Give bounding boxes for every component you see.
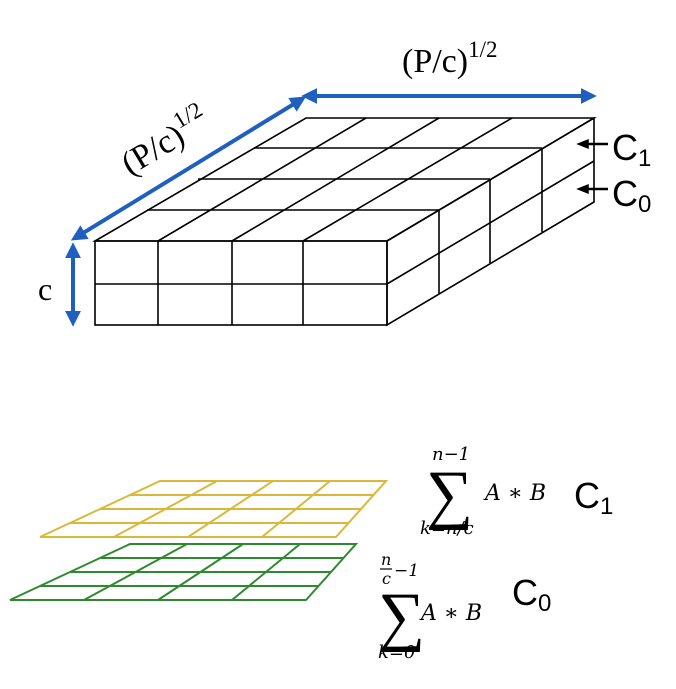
cube-front-face	[94, 240, 388, 326]
upper-sum-lower-limit: k=n/c	[420, 518, 474, 539]
lower-sum-sigma: ∑	[378, 580, 425, 653]
lower-sum-limit-denominator: c	[382, 569, 391, 588]
lower-sum-layer-label: C0	[512, 572, 551, 617]
lower-summation: n c −1 ∑ k=0 A ∗ B C0	[378, 550, 551, 663]
lower-sum-term: A ∗ B	[419, 601, 482, 626]
cube-front-grid	[95, 241, 387, 325]
lower-sum-lower-limit: k=0	[378, 642, 415, 663]
width-label: (P/c)1/2	[402, 37, 497, 80]
depth-arrow	[70, 96, 307, 241]
cube-top-grid	[147, 117, 542, 242]
lower-sum-limit-numerator: n	[381, 550, 391, 569]
dimension-arrows	[65, 88, 597, 327]
depth-label: (P/c)1/2	[112, 97, 216, 183]
top-layer-plane	[39, 480, 389, 538]
upper-sum-sigma: ∑	[426, 458, 473, 531]
bottom-layer-plane	[9, 543, 359, 601]
cube-right-face	[386, 116, 595, 327]
upper-sum-upper-limit: n−1	[432, 444, 470, 465]
cube-c0-label: C0	[612, 173, 651, 218]
upper-summation: n−1 ∑ k=n/c A ∗ B C1	[420, 444, 613, 539]
lower-sum-limit-rest: −1	[394, 561, 419, 581]
height-label: c	[38, 271, 52, 307]
cube-c1-label: C1	[612, 127, 651, 172]
upper-sum-term: A ∗ B	[483, 481, 546, 506]
layer-pointers	[576, 139, 608, 194]
cube-right-grid	[386, 148, 595, 294]
upper-sum-layer-label: C1	[574, 475, 613, 520]
